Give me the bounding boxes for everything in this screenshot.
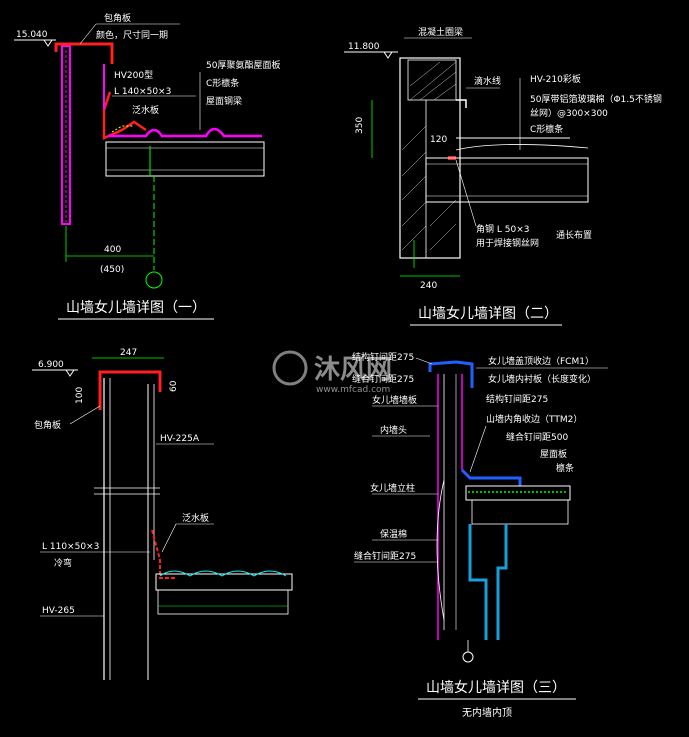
title-d1: 山墙女儿墙详图（一）: [66, 299, 206, 316]
label-purlin-d4: 檩条: [556, 462, 574, 474]
label-hv210-d2: HV-210彩板: [530, 73, 581, 85]
label-insulation2-d2: 丝网）@300×300: [530, 107, 608, 119]
label-inner-head-d4: 内墙头: [380, 424, 407, 436]
roof-beam-d1: [105, 141, 265, 177]
label-seam500-d4: 缝合钉间距500: [506, 431, 568, 443]
label-flashing-d1: 包角板: [104, 12, 131, 24]
label-angle-d1: L 140×50×3: [114, 87, 171, 97]
label-angle-d2: 角钢 L 50×3: [476, 223, 529, 235]
cap-flashing-d1: [54, 42, 114, 64]
leader-rivet1-d4: [415, 357, 433, 365]
label-ringbeam-d2: 混凝土圈梁: [418, 26, 463, 38]
drip-flashing-d2: [456, 99, 467, 108]
flashing-board-d3: [151, 529, 176, 579]
label-insulation-d4: 保温棉: [380, 528, 407, 540]
label-continuous-d2: 通长布置: [556, 229, 592, 241]
detail-2: 11.800 350 120 240 混凝土圈梁 滴水线: [344, 26, 662, 326]
label-hv225-d3: HV-225A: [160, 434, 200, 444]
title-d4: 山墙女儿墙详图（三）: [426, 679, 566, 696]
beam-d2: [425, 157, 589, 203]
level-triangle-d3: [65, 369, 75, 377]
level-triangle-d2: [383, 51, 393, 59]
watermark-url: www.mfcad.com: [316, 385, 390, 395]
label-hv200-d1: HV200型: [114, 70, 153, 81]
roof-panel-d4: [465, 485, 571, 501]
leader-flashboard2-d3: [161, 523, 177, 553]
steel-column-left-d4: [468, 524, 488, 640]
cap-flashing-d3: [98, 370, 162, 410]
label-inner-lining-d4: 女儿墙内衬板（长度变化）: [488, 373, 596, 385]
leader-flashing-d1: [79, 23, 97, 45]
dim-240-d2: 240: [420, 281, 437, 291]
cap-fcm1-d4: [428, 360, 474, 388]
level-label-d3: 6.900: [38, 360, 64, 370]
label-angle-d3: L 110×50×3: [42, 542, 99, 552]
label-insulation1-d2: 50厚带铝箔玻璃棉（Φ1.5不锈钢: [530, 93, 662, 105]
title-d2: 山墙女儿墙详图（二）: [418, 305, 558, 322]
watermark-brand: 沐风网: [314, 355, 392, 385]
watermark-logo-icon: [272, 350, 308, 386]
dim-350-d2: 350: [355, 117, 365, 134]
label-inner-corner-d4: 山墙内角收边（TTM2）: [486, 413, 582, 425]
parapet-wall-d1: [61, 45, 71, 225]
dim-100-d3: 100: [75, 387, 85, 404]
roof-panel-d1: [108, 127, 262, 138]
label-purlin-d1: C形檩条: [206, 77, 239, 89]
dim-120-d2: 120: [430, 135, 447, 145]
label-seam275-d4: 缝合钉间距275: [354, 550, 416, 562]
insulation-d4: [436, 479, 445, 621]
label-roof-panel-d4: 屋面板: [540, 448, 567, 460]
subtitle-d4: 无内墙内顶: [462, 706, 512, 719]
label-flashing-d3: 包角板: [34, 419, 61, 431]
label-rivet1-d4: 结构钉间距275: [352, 351, 414, 363]
watermark: 沐风网 www.mfcad.com: [272, 350, 392, 395]
label-coldbend-d3: 冷弯: [54, 557, 72, 569]
purlin-d3: [157, 589, 289, 615]
label-rivet-seam-d4: 缝合钉间距275: [352, 373, 414, 385]
label-angle-use-d2: 用于焊接钢丝网: [476, 237, 539, 249]
dim-400-d1: 400: [104, 245, 121, 255]
roof-panel-d3: [155, 573, 293, 591]
label-panel-d1: 50厚聚氨酯屋面板: [206, 59, 280, 71]
label-wall-panel-d4: 女儿墙墙板: [372, 394, 417, 406]
label-beam-d1: 屋面钢梁: [206, 95, 242, 107]
level-label-d1: 15.040: [16, 30, 48, 40]
insulation-d3: [159, 570, 287, 577]
purlin-d4: [471, 499, 569, 525]
detail-4: 结构钉间距275 缝合钉间距275 女儿墙盖顶收边（FCM1） 女儿墙内衬板（长…: [352, 351, 608, 719]
dim-60-d3: 60: [169, 380, 179, 392]
label-color-note-d1: 颜色，尺寸同一期: [96, 29, 168, 41]
inner-corner-ttm2-d4: [460, 468, 522, 486]
leader-inner-corner-d4: [469, 425, 487, 473]
label-cap-d4: 女儿墙盖顶收边（FCM1）: [488, 355, 594, 367]
label-rivet2-d4: 结构钉间距275: [486, 393, 548, 405]
wall-hatch-d2: [401, 61, 457, 251]
roof-panel-d2: [455, 144, 589, 151]
steel-column-right-d4: [496, 524, 508, 640]
label-purlin-d2: C形檩条: [530, 123, 563, 135]
detail-3: 6.900 247 60 100 包角板 HV-225A 泛水板 L 110×5…: [32, 348, 293, 680]
leader-flashing-d3: [69, 405, 101, 425]
axis-bubble-d4: [462, 651, 474, 663]
label-flashboard-d1: 泛水板: [132, 104, 159, 116]
dim-450-d1: (450): [100, 265, 124, 275]
level-triangle-d1: [43, 39, 53, 47]
level-label-d2: 11.800: [348, 42, 380, 52]
dim-247-d3: 247: [120, 348, 137, 358]
label-column-d4: 女儿墙立柱: [370, 482, 415, 494]
axis-bubble-d1: [145, 271, 163, 289]
label-hv265-d3: HV-265: [42, 606, 75, 616]
detail-1: 15.040 400 (450) 包角板 颜色，尺寸同一期 HV200型 L 1…: [14, 12, 280, 320]
label-flashboard-d3: 泛水板: [182, 512, 209, 524]
label-drip-d2: 滴水线: [474, 75, 501, 87]
leader-angle-d2: [455, 159, 477, 227]
ring-beam-d2: [407, 59, 457, 101]
